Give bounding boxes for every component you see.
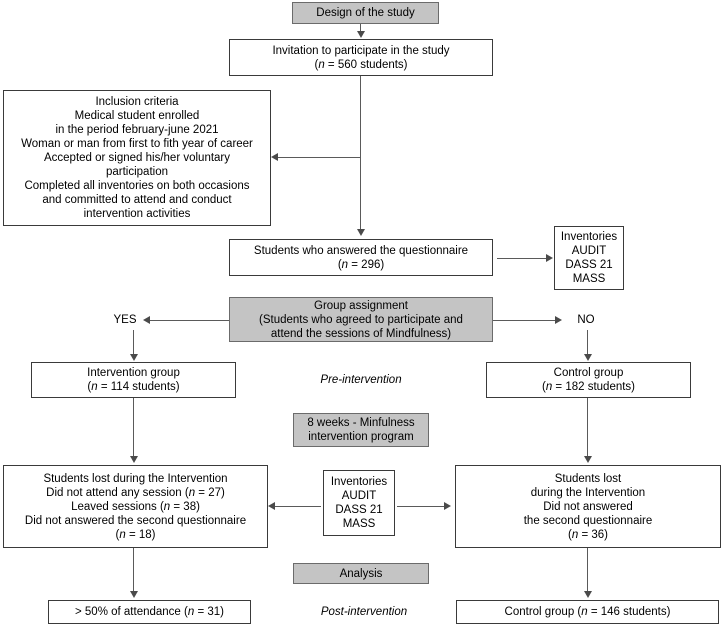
label-pre-intervention: Pre-intervention: [320, 374, 402, 386]
lost-control-line-1: during the Intervention: [530, 486, 646, 499]
connector-invitation-to-answered: [360, 76, 361, 230]
arrowhead-trunk-to-inclusion: [271, 153, 278, 161]
program-line-1: intervention program: [308, 431, 414, 443]
node-design-of-study-label: Design of the study: [316, 7, 415, 19]
control-group-line1: Control group: [553, 367, 624, 379]
arrowhead-control-to-lost: [584, 456, 592, 463]
lost-intervention-line-2: Leaved sessions (n = 38): [71, 500, 200, 513]
lost-intervention-line-0: Students lost during the Intervention: [43, 472, 228, 485]
connector-trunk-to-inclusion: [278, 157, 360, 158]
inventories-top-line-2: DASS 21: [565, 259, 613, 271]
intervention-group-line2: (n = 114 students): [87, 381, 180, 393]
control-group-line2: (n = 182 students): [541, 381, 636, 393]
lost-control-line-3: the second questionnaire: [523, 514, 653, 527]
node-invitation-line1: Invitation to participate in the study: [272, 44, 450, 57]
node-group-assignment: Group assignment (Students who agreed to…: [229, 297, 493, 342]
label-post-intervention: Post-intervention: [320, 606, 408, 618]
group-assignment-line-2: attend the sessions of Mindfulness): [270, 327, 452, 340]
group-assignment-line-0: Group assignment: [314, 299, 408, 312]
node-students-answered: Students who answered the questionnaire …: [229, 239, 493, 276]
node-analysis-label: Analysis: [339, 567, 383, 580]
inventories-top-line-0: Inventories: [560, 231, 618, 243]
node-lost-control: Students lost during the Intervention Di…: [455, 465, 721, 548]
arrowhead-inventories-to-lost-intervention: [268, 502, 275, 510]
node-lost-intervention: Students lost during the Intervention Di…: [3, 465, 268, 548]
node-attendance-result-label: > 50% of attendance (n = 31): [75, 606, 224, 618]
connector-intervention-to-lost: [133, 398, 134, 457]
inventories-mid-line-3: MASS: [342, 518, 376, 530]
answered-line1: Students who answered the questionnaire: [253, 244, 469, 257]
node-invitation-line2: (n = 560 students): [314, 58, 408, 71]
program-line-0: 8 weeks - Minfulness: [307, 417, 415, 429]
node-analysis: Analysis: [293, 563, 429, 584]
inclusion-line-0: Inclusion criteria: [95, 96, 179, 108]
arrowhead-lost-to-attendance: [130, 591, 138, 598]
connector-lost-to-attendance: [133, 548, 134, 592]
arrowhead-yes-to-intervention: [130, 354, 138, 361]
group-assignment-line-1: (Students who agreed to participate and: [259, 313, 463, 326]
lost-control-line-0: Students lost: [554, 472, 622, 485]
connector-lost-to-control-final: [587, 548, 588, 592]
connector-inventories-to-lost-control: [397, 506, 445, 507]
node-intervention-group: Intervention group (n = 114 students): [31, 362, 236, 398]
arrowhead-invitation-to-answered: [357, 229, 365, 236]
connector-control-to-lost: [587, 398, 588, 457]
node-mindfulness-program: 8 weeks - Minfulness intervention progra…: [293, 413, 429, 447]
node-control-group: Control group (n = 182 students): [486, 362, 691, 398]
connector-design-to-invitation: [360, 24, 361, 32]
inventories-mid-line-2: DASS 21: [335, 504, 383, 516]
node-attendance-result: > 50% of attendance (n = 31): [48, 600, 251, 624]
node-invitation: Invitation to participate in the study (…: [229, 39, 493, 76]
intervention-group-line1: Intervention group: [87, 367, 180, 379]
arrowhead-no-to-control: [584, 354, 592, 361]
answered-line2: (n = 296): [337, 258, 385, 271]
lost-intervention-line-3: Did not answered the second questionnair…: [24, 514, 247, 527]
label-yes: YES: [113, 314, 137, 326]
inclusion-line-5: participation: [105, 166, 168, 178]
node-inventories-mid: Inventories AUDIT DASS 21 MASS: [323, 470, 395, 536]
node-design-of-study: Design of the study: [292, 2, 439, 24]
lost-intervention-line-4: (n = 18): [115, 528, 156, 541]
arrowhead-intervention-to-lost: [130, 456, 138, 463]
inclusion-line-4: Accepted or signed his/her voluntary: [43, 152, 231, 164]
inclusion-line-2: in the period february-june 2021: [55, 124, 219, 136]
arrowhead-assignment-to-no: [555, 316, 562, 324]
inclusion-line-8: intervention activities: [83, 208, 191, 220]
inclusion-line-1: Medical student enrolled: [74, 110, 200, 122]
node-inventories-top: Inventories AUDIT DASS 21 MASS: [554, 226, 624, 290]
label-no: NO: [577, 314, 595, 326]
inclusion-line-7: and committed to attend and conduct: [42, 194, 232, 206]
lost-control-line-4: (n = 36): [568, 528, 608, 541]
connector-assignment-to-no: [493, 320, 556, 321]
inventories-mid-line-0: Inventories: [330, 476, 388, 488]
node-control-final: Control group (n = 146 students): [456, 600, 719, 624]
inventories-top-line-3: MASS: [572, 273, 606, 285]
connector-assignment-to-yes: [150, 320, 229, 321]
inclusion-line-6: Completed all inventories on both occasi…: [24, 180, 250, 192]
lost-intervention-line-1: Did not attend any session (n = 27): [46, 486, 225, 499]
inventories-mid-line-1: AUDIT: [341, 490, 377, 502]
node-inclusion-criteria: Inclusion criteria Medical student enrol…: [3, 90, 271, 226]
italic-n: n: [318, 58, 325, 71]
arrowhead-inventories-to-lost-control: [444, 502, 451, 510]
connector-no-to-control: [587, 330, 588, 355]
inclusion-line-3: Woman or man from first to fith year of …: [21, 138, 253, 150]
connector-inventories-to-lost-intervention: [275, 506, 321, 507]
lost-control-line-2: Did not answered: [543, 500, 633, 513]
arrowhead-design-to-invitation: [357, 31, 365, 38]
arrowhead-answered-to-inventories: [546, 254, 553, 262]
connector-answered-to-inventories: [497, 258, 547, 259]
connector-yes-to-intervention: [133, 330, 134, 355]
node-control-final-label: Control group (n = 146 students): [504, 606, 671, 618]
inventories-top-line-1: AUDIT: [571, 245, 607, 257]
arrowhead-assignment-to-yes: [143, 316, 150, 324]
arrowhead-lost-to-control-final: [584, 591, 592, 598]
